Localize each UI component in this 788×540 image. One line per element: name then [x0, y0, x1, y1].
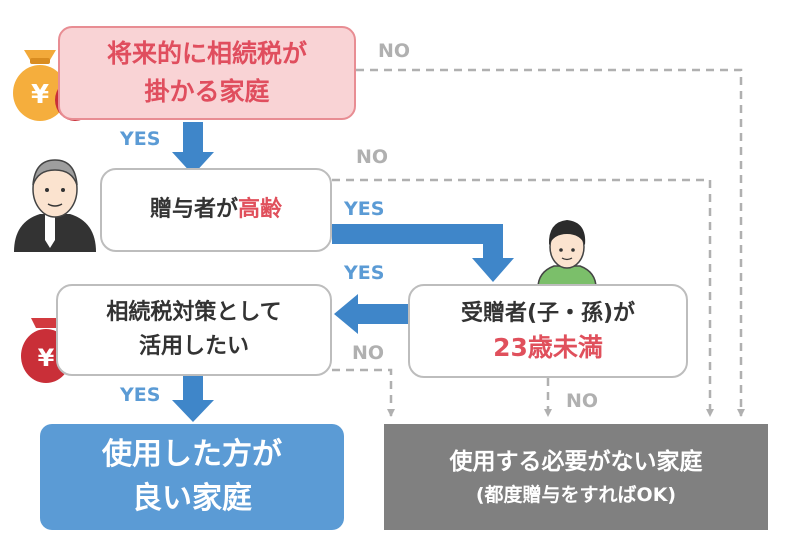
yes-arrow-1	[172, 122, 214, 175]
no-line-donor	[332, 178, 714, 417]
purpose-line1: 相続税対策として	[106, 300, 282, 325]
yes-arrow-4	[172, 376, 214, 422]
result-recommended: 使用した方が 良い家庭	[40, 424, 344, 530]
recipient-node: 受贈者(子・孫)が 23歳未満	[408, 284, 688, 378]
donor-node: 贈与者が高齢	[100, 168, 332, 252]
yes-label: YES	[344, 262, 385, 284]
no-label: NO	[352, 342, 385, 364]
result-yes-line2: 良い家庭	[132, 481, 252, 516]
no-line-purpose	[332, 368, 395, 417]
svg-text:¥: ¥	[38, 344, 55, 372]
svg-text:¥: ¥	[31, 80, 49, 110]
yes-arrow-2	[332, 224, 514, 282]
yes-label: YES	[120, 128, 161, 150]
purpose-line2: 活用したい	[138, 334, 249, 359]
yes-arrow-3	[334, 294, 408, 334]
recipient-highlight: 23歳未満	[493, 333, 603, 362]
start-line2: 掛かる家庭	[144, 77, 270, 106]
result-not-needed: 使用する必要がない家庭 (都度贈与をすればOK)	[384, 424, 768, 530]
donor-text: 贈与者が	[149, 197, 238, 222]
recipient-line1: 受贈者(子・孫)が	[460, 301, 636, 326]
donor-highlight: 高齢	[238, 197, 283, 222]
start-node: 将来的に相続税が 掛かる家庭	[58, 26, 356, 120]
result-no-line1: 使用する必要がない家庭	[449, 449, 703, 475]
no-label: NO	[566, 390, 599, 412]
result-yes-line1: 使用した方が	[102, 437, 282, 472]
young-man-icon	[537, 220, 597, 289]
no-label: NO	[356, 146, 389, 168]
result-no-line2: (都度贈与をすればOK)	[475, 484, 677, 506]
purpose-node: 相続税対策として 活用したい	[56, 284, 332, 376]
money-bag-icon: ¥	[13, 50, 67, 121]
no-line-start	[356, 68, 745, 417]
elderly-man-icon	[14, 159, 96, 252]
yes-label: YES	[120, 384, 161, 406]
yes-label: YES	[344, 198, 385, 220]
no-label: NO	[378, 40, 411, 62]
start-line1: 将来的に相続税が	[106, 39, 307, 68]
